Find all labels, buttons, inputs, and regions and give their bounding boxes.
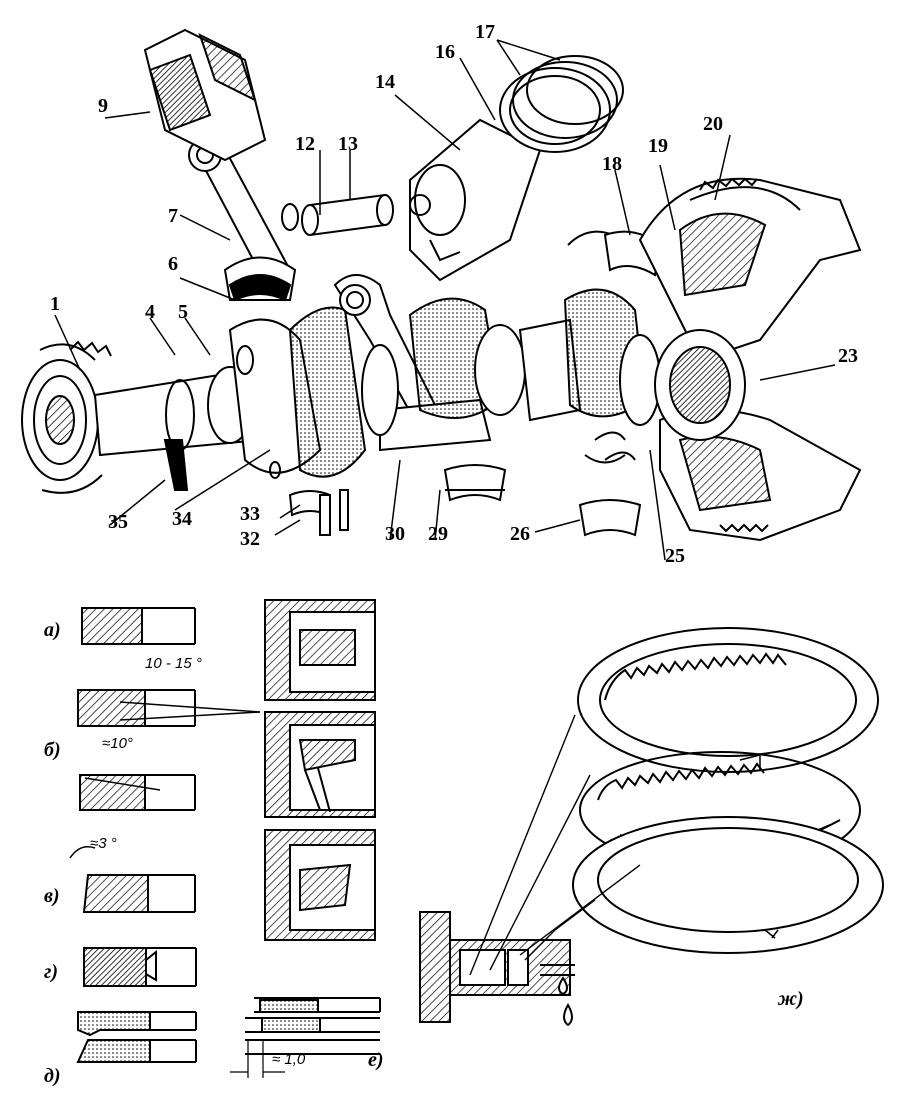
fig-label-zh: ж) [777, 988, 804, 1010]
fig-label-e: е) [368, 1049, 384, 1071]
label-1: 1 [50, 293, 60, 315]
part-number-labels: 1 4 5 6 7 9 12 13 14 16 17 18 19 20 23 2… [50, 21, 858, 567]
label-7: 7 [168, 205, 178, 227]
label-19: 19 [648, 135, 668, 157]
label-25: 25 [665, 545, 685, 567]
label-6: 6 [168, 253, 178, 275]
label-30: 30 [385, 523, 405, 545]
label-35: 35 [108, 511, 128, 533]
label-18: 18 [602, 153, 622, 175]
label-20: 20 [703, 113, 723, 135]
cylinder-wall-sections [264, 599, 376, 941]
leader-lines [54, 39, 836, 561]
fig-label-d: д) [44, 1065, 61, 1087]
fig-label-a: а) [44, 619, 61, 641]
label-16: 16 [435, 41, 455, 63]
fig-label-v: в) [44, 885, 60, 907]
angle-v-label: ≈3 ° [90, 835, 117, 852]
dimension-labels: 10 - 15 ° ≈10° ≈3 ° ≈ 1,0 [90, 655, 306, 1068]
label-9: 9 [98, 95, 108, 117]
gap-e-label: ≈ 1,0 [272, 1051, 306, 1068]
fig-label-b: б) [44, 739, 61, 761]
label-23: 23 [838, 345, 858, 367]
label-17: 17 [475, 21, 495, 43]
label-32: 32 [240, 528, 260, 550]
ring-groove-section [419, 714, 641, 1027]
angle-b1-label: 10 - 15 ° [145, 655, 202, 672]
ring-profiles [69, 607, 381, 1078]
fig-label-g: г) [44, 961, 58, 983]
label-34: 34 [172, 508, 192, 530]
label-4: 4 [145, 301, 155, 323]
oil-ring-assembly [572, 627, 884, 954]
angle-b2-label: ≈10° [102, 735, 133, 752]
figure-labels: а) б) в) г) д) е) ж) [44, 619, 804, 1087]
label-5: 5 [178, 301, 188, 323]
crankshaft-assembly-drawing [21, 28, 862, 542]
label-33: 33 [240, 503, 260, 525]
label-29: 29 [428, 523, 448, 545]
label-26: 26 [510, 523, 530, 545]
label-13: 13 [338, 133, 358, 155]
label-12: 12 [295, 133, 315, 155]
label-14: 14 [375, 71, 395, 93]
